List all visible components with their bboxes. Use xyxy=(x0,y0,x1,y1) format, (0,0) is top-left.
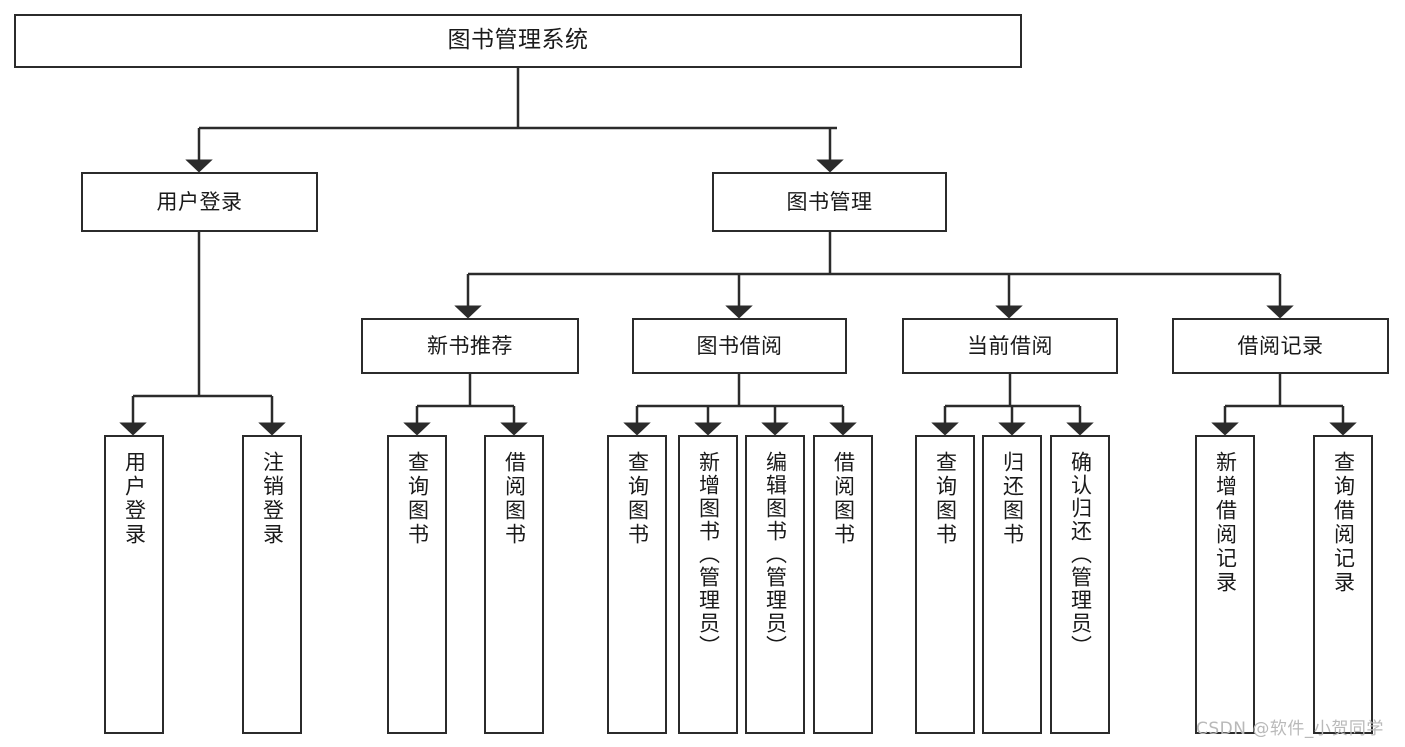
leaf-borrow-book-newbook[interactable]: 借阅图书 xyxy=(484,435,544,734)
node-label: 新增图书（管理员） xyxy=(696,451,721,658)
node-label: 新增借阅记录 xyxy=(1213,451,1238,595)
node-new-book-recommend[interactable]: 新书推荐 xyxy=(361,318,579,374)
node-label: 图书管理系统 xyxy=(447,27,589,54)
node-label: 编辑图书（管理员） xyxy=(763,451,788,658)
leaf-query-book-borrow[interactable]: 查询图书 xyxy=(607,435,667,734)
node-book-borrow[interactable]: 图书借阅 xyxy=(632,318,847,374)
node-label: 注销登录 xyxy=(260,451,285,547)
leaf-query-borrow-record[interactable]: 查询借阅记录 xyxy=(1313,435,1373,734)
leaf-add-borrow-record[interactable]: 新增借阅记录 xyxy=(1195,435,1255,734)
node-label: 借阅图书 xyxy=(502,451,527,547)
node-label: 查询图书 xyxy=(405,451,430,547)
leaf-return-book[interactable]: 归还图书 xyxy=(982,435,1042,734)
node-book-management[interactable]: 图书管理 xyxy=(712,172,947,232)
leaf-edit-book-admin[interactable]: 编辑图书（管理员） xyxy=(745,435,805,734)
node-label: 确认归还（管理员） xyxy=(1068,451,1093,658)
leaf-query-book-current[interactable]: 查询图书 xyxy=(915,435,975,734)
node-label: 图书管理 xyxy=(786,189,873,214)
leaf-user-logout[interactable]: 注销登录 xyxy=(242,435,302,734)
leaf-borrow-book-borrow[interactable]: 借阅图书 xyxy=(813,435,873,734)
node-current-borrow[interactable]: 当前借阅 xyxy=(902,318,1118,374)
node-label: 用户登录 xyxy=(122,451,147,547)
leaf-user-login[interactable]: 用户登录 xyxy=(104,435,164,734)
leaf-confirm-return-admin[interactable]: 确认归还（管理员） xyxy=(1050,435,1110,734)
node-user-login[interactable]: 用户登录 xyxy=(81,172,318,232)
node-root-system[interactable]: 图书管理系统 xyxy=(14,14,1022,68)
node-label: 归还图书 xyxy=(1000,451,1025,547)
leaf-query-book-newbook[interactable]: 查询图书 xyxy=(387,435,447,734)
node-label: 图书借阅 xyxy=(696,333,783,358)
leaf-add-book-admin[interactable]: 新增图书（管理员） xyxy=(678,435,738,734)
node-label: 当前借阅 xyxy=(967,333,1053,358)
node-label: 查询图书 xyxy=(625,451,650,547)
node-label: 借阅记录 xyxy=(1237,333,1324,358)
node-label: 查询借阅记录 xyxy=(1331,451,1356,595)
node-label: 借阅图书 xyxy=(831,451,856,547)
node-label: 查询图书 xyxy=(933,451,958,547)
node-label: 用户登录 xyxy=(156,189,243,214)
node-label: 新书推荐 xyxy=(427,333,513,358)
node-borrow-record[interactable]: 借阅记录 xyxy=(1172,318,1389,374)
csdn-watermark: CSDN @软件_小贺同学 xyxy=(1196,719,1384,739)
